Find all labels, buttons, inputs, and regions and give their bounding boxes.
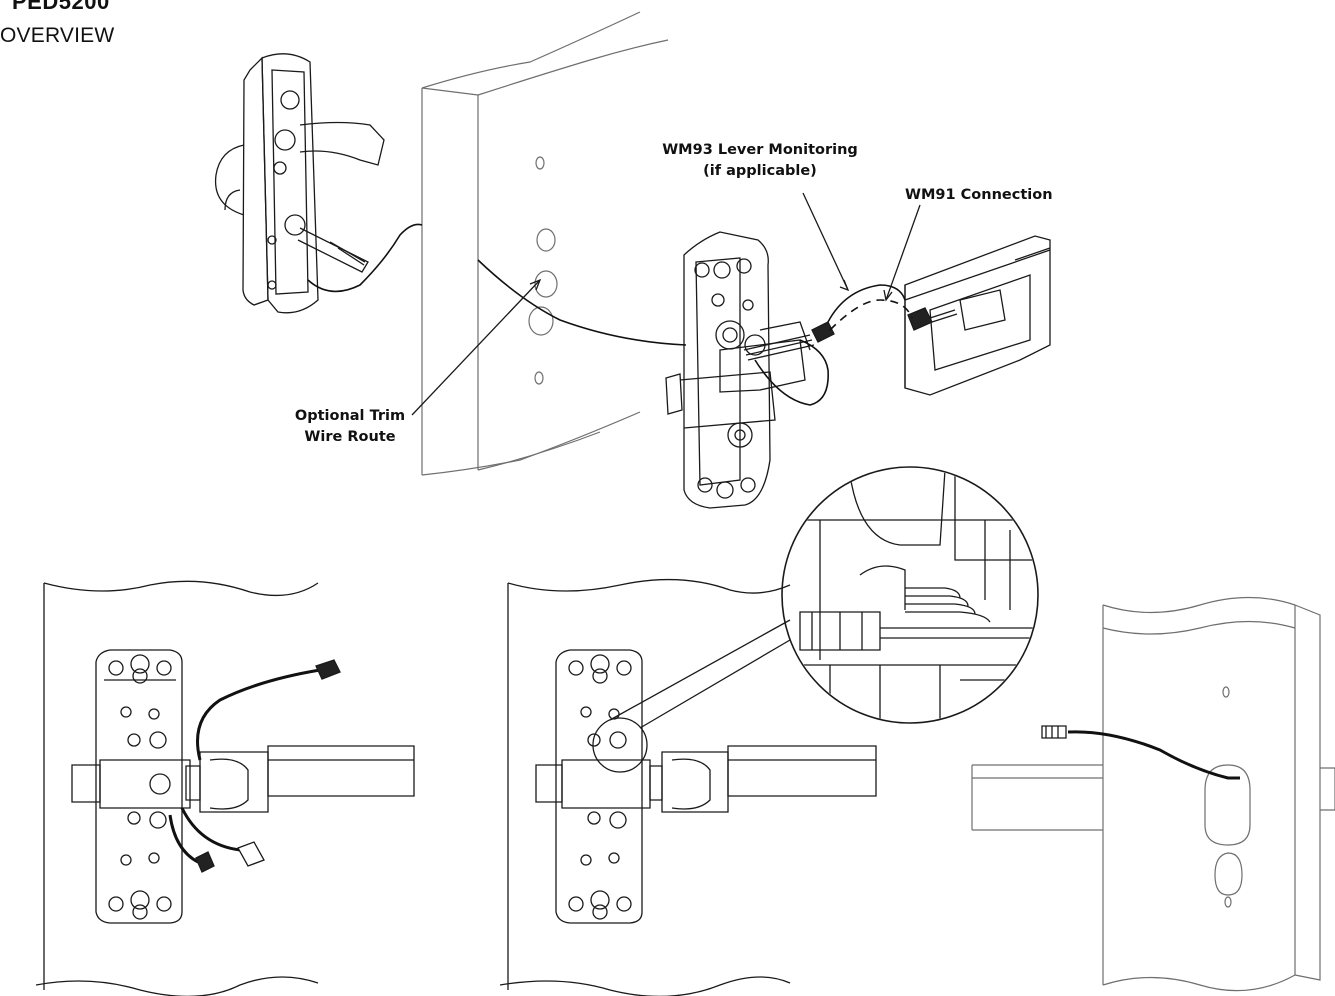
connector-plug-icon (811, 321, 835, 343)
door-slab-top (421, 11, 669, 476)
detail-magnifier (781, 466, 1039, 724)
leader-line-wm93 (802, 192, 849, 291)
callout-lever-monitoring-line2: (if applicable) (703, 163, 817, 179)
callout-lever-monitoring: WM93 Lever Monitoring (if applicable) (630, 140, 890, 182)
callout-lever-monitoring-line1: WM93 Lever Monitoring (662, 142, 858, 158)
connector-plug-icon (237, 841, 265, 867)
callout-trim-route-line2: Wire Route (304, 429, 396, 445)
connector-plug-icon (1041, 725, 1067, 739)
door-panel-right (971, 596, 1335, 992)
leader-line-trim (411, 279, 541, 416)
connector-plug-icon (315, 659, 341, 680)
chassis-front-middle (535, 619, 877, 924)
door-panel-middle (499, 578, 791, 996)
door-panel-left (35, 580, 319, 996)
exit-device-rail (904, 235, 1051, 396)
leader-line-wm91 (885, 204, 921, 301)
chassis-top (477, 231, 835, 509)
model-number: PED5200 (12, 0, 110, 14)
callout-trim-route: Optional Trim Wire Route (270, 406, 430, 448)
connector-plug-icon (195, 851, 215, 873)
callout-connection: WM91 Connection (905, 187, 1053, 203)
section-title: OVERVIEW (0, 24, 115, 47)
connector-plug-icon (907, 307, 933, 331)
callout-trim-route-line1: Optional Trim (294, 408, 406, 424)
lever-trim (214, 53, 423, 314)
chassis-front-left (71, 649, 415, 924)
